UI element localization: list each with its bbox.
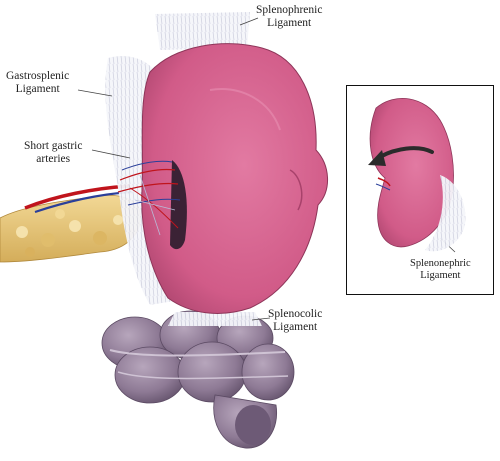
short-gastric-arteries — [117, 160, 181, 236]
splenic-hilum — [170, 160, 187, 250]
rotation-arrow — [368, 146, 434, 166]
splenophrenic-leader — [239, 17, 259, 26]
splenonephric-ligament-label: Splenonephric Ligament — [410, 258, 471, 281]
inset-spleen — [369, 98, 466, 252]
spleen — [141, 43, 329, 314]
gastrosplenic-leader — [77, 89, 113, 97]
inset-splenonephric-ligament — [425, 175, 466, 252]
splenophrenic-ligament-label: Splenophrenic Ligament — [256, 4, 323, 29]
splenocolic-ligament-label: Splenocolic Ligament — [268, 308, 323, 333]
splenocolic-ligament — [168, 312, 262, 326]
pancreas — [0, 194, 141, 263]
splenocolic-leader — [251, 317, 271, 321]
short-gastric-leader — [91, 149, 131, 159]
gastrosplenic-ligament-label: Gastrosplenic Ligament — [6, 70, 70, 95]
splenophrenic-ligament — [155, 12, 250, 50]
short-gastric-arteries-label: Short gastric arteries — [24, 140, 83, 165]
colon — [101, 310, 295, 449]
inset-frame — [346, 85, 494, 295]
